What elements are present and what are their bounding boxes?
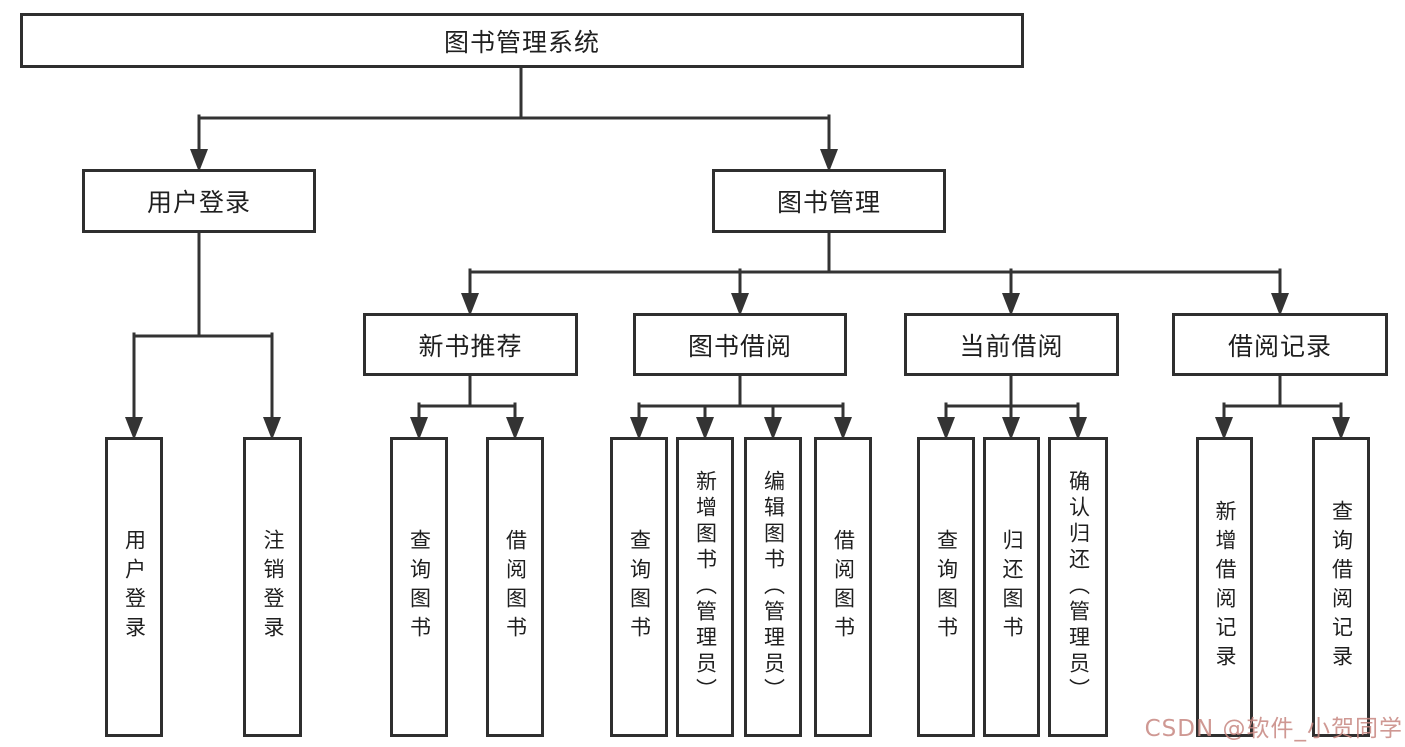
node-new-book-recommend: 新书推荐	[363, 313, 578, 376]
connector-bookmgmt-to-level3	[468, 231, 1282, 299]
leaf-borrow-books-borrow-label: 借阅图书	[831, 529, 856, 645]
node-borrow-records-label: 借阅记录	[1227, 331, 1332, 361]
node-root: 图书管理系统	[20, 13, 1024, 68]
connector-borrow-to-leaves	[637, 374, 845, 423]
leaf-query-books-borrow: 查询图书	[610, 437, 668, 737]
leaf-confirm-return-admin: 确认归还（管理员）	[1048, 437, 1108, 737]
leaf-user-login-label: 用户登录	[122, 529, 147, 645]
leaf-return-books-label: 归还图书	[1000, 529, 1024, 645]
leaf-logout-login: 注销登录	[243, 437, 302, 737]
leaf-return-books: 归还图书	[983, 437, 1040, 737]
leaf-confirm-return-admin-label: 确认归还（管理员）	[1066, 470, 1091, 704]
node-current-borrow: 当前借阅	[904, 313, 1119, 376]
node-root-label: 图书管理系统	[443, 27, 600, 57]
leaf-query-borrow-record: 查询借阅记录	[1312, 437, 1370, 737]
node-borrow-records: 借阅记录	[1172, 313, 1388, 376]
leaf-query-books-recommend: 查询图书	[390, 437, 448, 737]
node-book-borrow-label: 图书借阅	[687, 331, 792, 361]
node-book-management: 图书管理	[712, 169, 946, 233]
leaf-add-book-admin: 新增图书（管理员）	[676, 437, 734, 737]
leaf-user-login: 用户登录	[105, 437, 163, 737]
leaf-add-book-admin-label: 新增图书（管理员）	[693, 470, 718, 704]
connector-recommend-to-leaves	[417, 374, 517, 423]
leaf-query-borrow-record-label: 查询借阅记录	[1329, 500, 1354, 674]
leaf-add-borrow-record-label: 新增借阅记录	[1213, 500, 1237, 674]
leaf-borrow-books-recommend: 借阅图书	[486, 437, 544, 737]
leaf-edit-book-admin-label: 编辑图书（管理员）	[761, 470, 786, 704]
node-book-borrow: 图书借阅	[633, 313, 847, 376]
node-user-login-label: 用户登录	[146, 188, 251, 217]
connector-records-to-leaves	[1222, 374, 1343, 423]
node-new-book-recommend-label: 新书推荐	[418, 331, 523, 361]
connector-root-to-level2	[197, 66, 831, 155]
leaf-edit-book-admin: 编辑图书（管理员）	[744, 437, 802, 737]
leaf-borrow-books-borrow: 借阅图书	[814, 437, 872, 737]
leaf-borrow-books-recommend-label: 借阅图书	[503, 529, 528, 645]
leaf-query-books-recommend-label: 查询图书	[407, 529, 432, 645]
node-user-login: 用户登录	[82, 169, 316, 233]
node-current-borrow-label: 当前借阅	[959, 331, 1064, 361]
leaf-query-books-current: 查询图书	[917, 437, 975, 737]
leaf-logout-login-label: 注销登录	[261, 529, 285, 645]
connector-userlogin-to-leaves	[132, 231, 274, 423]
node-book-management-label: 图书管理	[776, 188, 881, 217]
leaf-query-books-current-label: 查询图书	[934, 529, 959, 645]
connector-current-to-leaves	[944, 374, 1080, 423]
leaf-add-borrow-record: 新增借阅记录	[1196, 437, 1253, 737]
leaf-query-books-borrow-label: 查询图书	[627, 529, 652, 645]
